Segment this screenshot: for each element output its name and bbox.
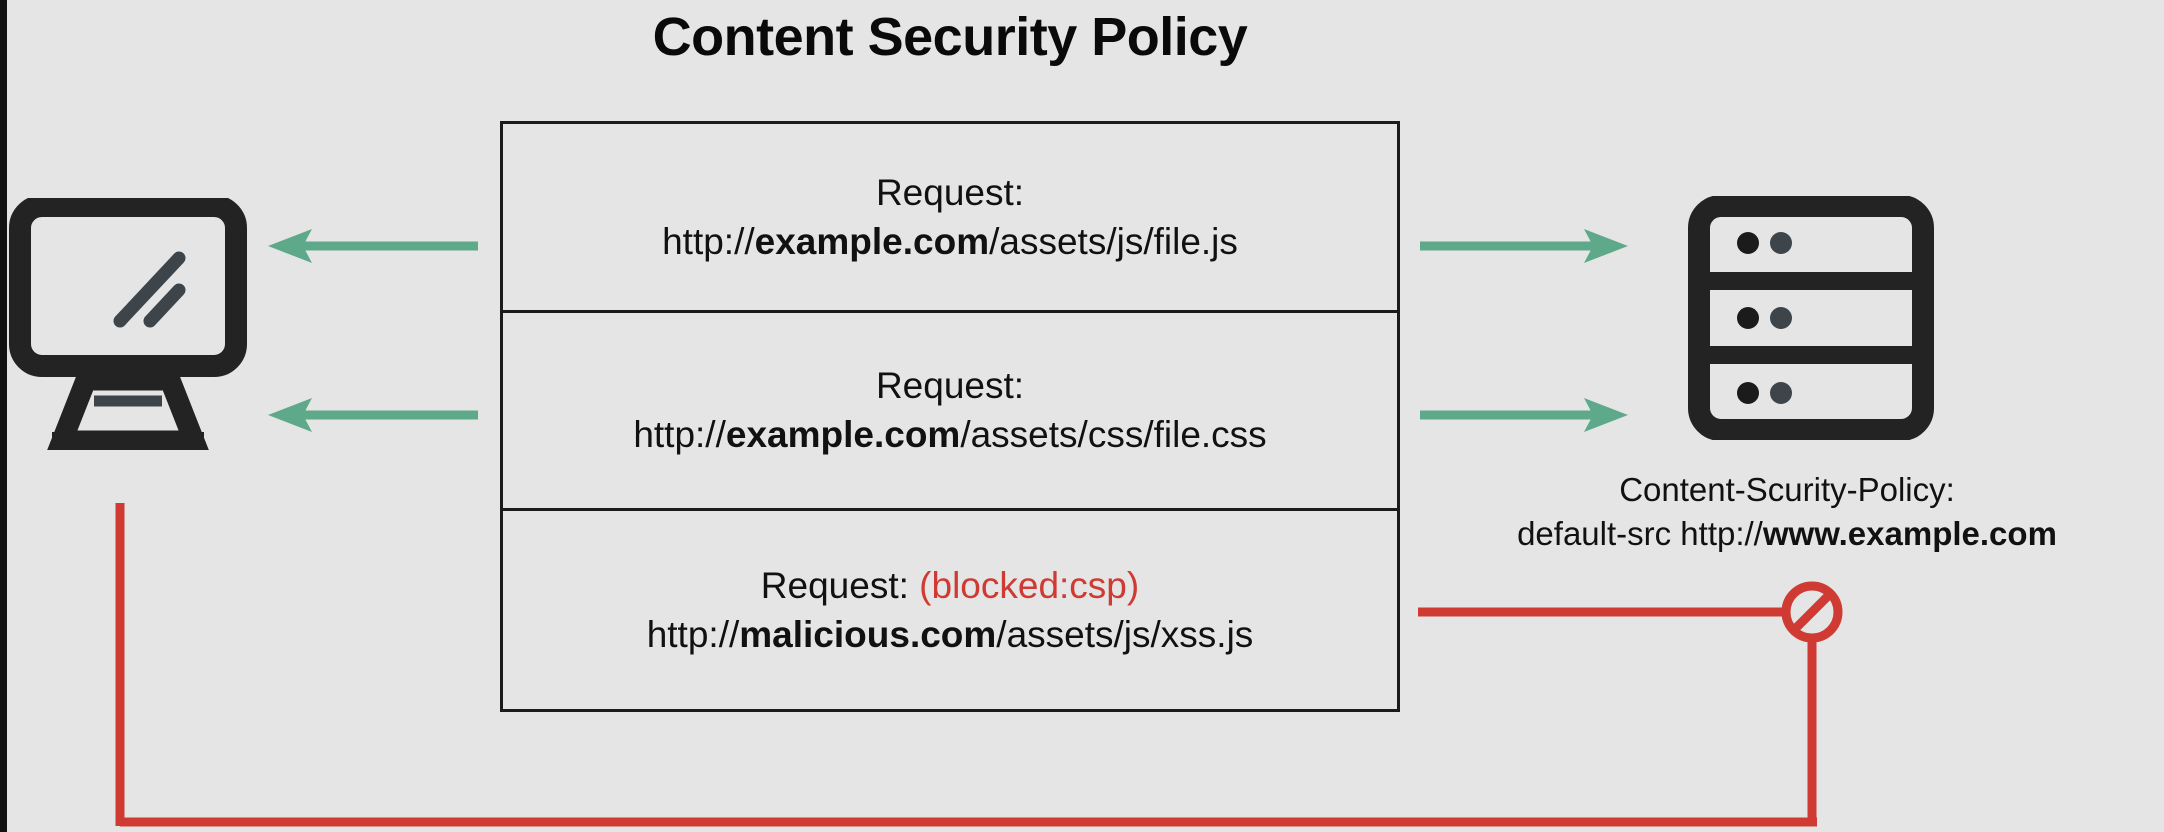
request-url-host: example.com [725,414,961,455]
request-url-prefix: http:// [662,220,755,262]
left-edge-strip [0,0,7,832]
request-url-prefix: http:// [646,613,740,655]
server-policy-caption: Content-Scurity-Policy: default-src http… [1410,468,2164,556]
request-url-path: /assets/js/xss.js [996,613,1254,655]
request-url-path: /assets/js/file.js [989,220,1238,262]
policy-value-host: www.example.com [1762,514,2057,552]
table-row: Request: (blocked:csp) http://malicious.… [503,511,1397,709]
request-url-line: http://malicious.com/assets/js/xss.js [647,613,1254,657]
request-label-line: Request: (blocked:csp) [761,564,1139,608]
request-url-line: http://example.com/assets/css/file.css [633,413,1266,457]
request-label-line: Request: [876,364,1024,408]
status-badge: (blocked:csp) [919,564,1140,606]
arrow-left-green-css [268,398,478,432]
request-url-host: example.com [754,220,990,262]
page-title: Content Security Policy [652,7,1248,67]
table-row: Request: http://example.com/assets/css/f… [503,313,1397,511]
request-url-prefix: http:// [633,414,726,455]
monitor-icon [8,195,248,452]
policy-value-line: default-src http://www.example.com [1410,512,2164,556]
policy-header-line: Content-Scurity-Policy: [1619,471,1955,508]
request-url-path: /assets/css/file.css [960,414,1267,455]
arrow-right-green-css [1420,398,1628,432]
no-entry-slash-icon [1781,581,1843,643]
request-url-host: malicious.com [739,613,997,655]
server-rack-icon [1686,195,1936,441]
policy-value-prefix: default-src http:// [1517,514,1763,552]
request-label-line: Request: [876,171,1024,215]
request-table: Request: http://example.com/assets/js/fi… [500,121,1400,712]
request-label: Request: [875,365,1025,407]
request-url-line: http://example.com/assets/js/file.js [662,220,1238,264]
request-label: Request: [760,564,909,606]
arrow-left-green-js [268,229,478,263]
arrow-right-green-js [1420,229,1628,263]
table-row: Request: http://example.com/assets/js/fi… [503,124,1397,313]
request-label: Request: [875,171,1025,213]
